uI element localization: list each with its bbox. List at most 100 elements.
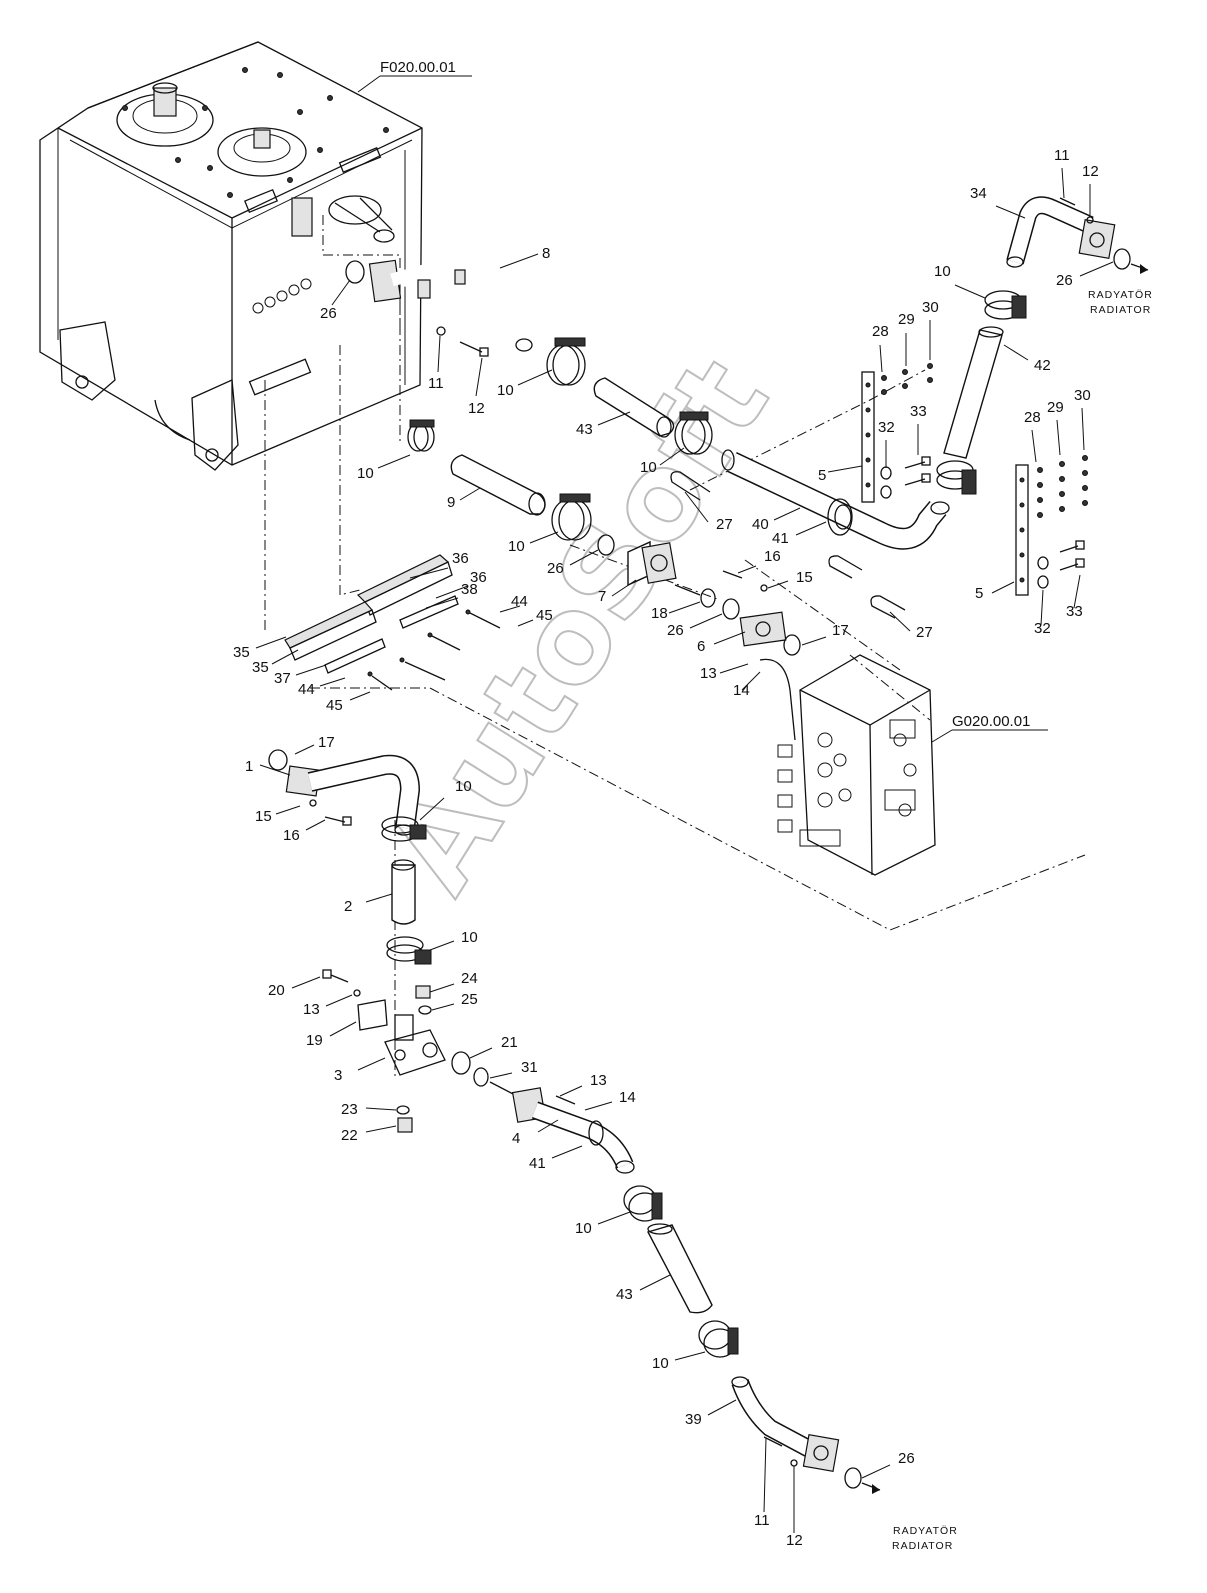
callout-label-44: 44 (298, 681, 315, 698)
bolt-12 (436, 326, 489, 357)
bracket-5-a (861, 371, 875, 503)
callout-leader-32 (1040, 589, 1044, 626)
callout-label-5: 5 (975, 585, 983, 602)
clamp-10-a (546, 337, 586, 386)
callout-label-39: 39 (685, 1411, 702, 1428)
callout-leader-11 (1061, 167, 1065, 199)
callout-label-10: 10 (652, 1355, 669, 1372)
hose-43-b (646, 1223, 713, 1314)
hose-42 (943, 326, 1004, 459)
callout-label-26: 26 (547, 560, 564, 577)
callout-label-12: 12 (1082, 163, 1099, 180)
callout-label-28: 28 (1024, 409, 1041, 426)
adapter-31 (473, 1067, 516, 1096)
plug-24-seal-25 (415, 985, 432, 1015)
callout-label-33: 33 (1066, 603, 1083, 620)
callout-leader-13 (325, 994, 353, 1007)
callout-leader-33 (1073, 574, 1081, 609)
callout-leader-26 (1079, 261, 1114, 277)
destination-top-line1: RADYATÖR (1088, 289, 1153, 301)
callout-leader-13 (559, 1085, 583, 1097)
callout-label-3: 3 (334, 1067, 342, 1084)
clamp-10-g (381, 816, 427, 842)
hose-9 (450, 454, 546, 516)
callout-leader-43 (597, 411, 631, 426)
callout-leader-27 (684, 491, 709, 523)
callout-leader-28 (1031, 429, 1037, 463)
callout-label-33: 33 (910, 403, 927, 420)
callout-leader-5 (827, 465, 863, 473)
callout-label-10: 10 (357, 465, 374, 482)
callout-label-24: 24 (461, 970, 478, 987)
callout-leader-23 (365, 1107, 397, 1111)
callout-label-20: 20 (268, 982, 285, 999)
callout-leader-17 (294, 744, 315, 755)
callout-leader-10 (954, 284, 986, 299)
callout-leader-41 (795, 521, 827, 536)
hardware-28-29-30-b (1037, 455, 1088, 518)
callout-label-32: 32 (1034, 620, 1051, 637)
hose-2 (391, 859, 416, 925)
callout-leader-27 (889, 611, 911, 632)
callout-leader-44 (499, 605, 521, 613)
callout-leader-30 (1081, 407, 1085, 451)
callout-label-22: 22 (341, 1127, 358, 1144)
callout-leader-45 (517, 619, 534, 627)
clamp-10-b (674, 411, 713, 455)
tank-reference-label: F020.00.01 (380, 59, 456, 76)
callout-leader-31 (489, 1072, 513, 1079)
clamp-strap-35-upper (284, 601, 377, 661)
callout-leader-11 (763, 1437, 767, 1513)
callout-leader-42 (1003, 344, 1029, 361)
callout-label-12: 12 (786, 1532, 803, 1549)
hose-43-a (593, 377, 675, 438)
callout-label-44: 44 (511, 593, 528, 610)
callout-label-28: 28 (872, 323, 889, 340)
callout-leader-6 (713, 631, 746, 645)
callout-label-31: 31 (521, 1059, 538, 1076)
callout-label-13: 13 (590, 1072, 607, 1089)
arrow-to-radiator-top (1130, 263, 1149, 274)
flange-6 (739, 611, 787, 647)
valve-block (759, 654, 936, 876)
callout-label-43: 43 (616, 1286, 633, 1303)
callout-leader-15 (275, 805, 301, 815)
callout-label-19: 19 (306, 1032, 323, 1049)
callout-label-29: 29 (1047, 399, 1064, 416)
callout-label-32: 32 (878, 419, 895, 436)
pipe-39 (731, 1376, 840, 1473)
seal-23-plug-22 (396, 1105, 413, 1133)
callout-label-6: 6 (697, 638, 705, 655)
o-ring-17 (783, 634, 801, 656)
callout-label-26: 26 (667, 622, 684, 639)
callout-label-11: 11 (754, 1512, 770, 1529)
callout-label-45: 45 (326, 697, 343, 714)
callout-label-35: 35 (233, 644, 250, 661)
callout-leader-20 (291, 976, 321, 989)
callout-leader-10 (429, 940, 455, 951)
callout-label-27: 27 (716, 516, 733, 533)
callout-leader-10 (377, 454, 411, 469)
bracket-5-b (1015, 464, 1029, 596)
callout-leader-16 (305, 819, 326, 831)
callout-leader-41 (551, 1145, 583, 1159)
callout-label-29: 29 (898, 311, 915, 328)
callout-label-15: 15 (796, 569, 813, 586)
bolt-16-a (722, 570, 768, 592)
clamp-10-d (551, 493, 592, 541)
clamp-10-e (984, 290, 1027, 320)
o-ring-21 (451, 1051, 471, 1075)
callout-leader-44 (319, 677, 346, 687)
callout-leader-22 (365, 1125, 397, 1133)
bolts-32-33-a (880, 456, 931, 499)
callout-leader-26 (331, 279, 351, 306)
callout-label-12: 12 (468, 400, 485, 417)
callout-leader-15 (767, 580, 789, 589)
adapter-18 (674, 584, 716, 608)
callout-label-17: 17 (318, 734, 335, 751)
callout-leader-35 (271, 649, 299, 665)
callout-leader-28 (879, 344, 883, 373)
callout-leader-18 (668, 601, 701, 614)
callout-label-18: 18 (651, 605, 668, 622)
